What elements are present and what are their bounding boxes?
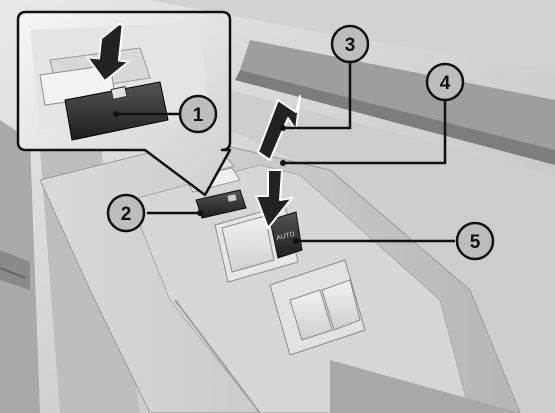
callout-1: 1 [178,94,218,134]
door-slot [0,250,30,290]
leader-lines [116,62,455,243]
rear-right-switch[interactable] [321,279,361,331]
trim-strip-shadow [235,70,555,165]
push-arrow-icon [86,23,130,83]
trim-strip-dark [240,40,555,150]
driver-window-switch[interactable]: AUTO [214,204,303,283]
rear-left-switch[interactable] [289,289,333,341]
callout-2-label: 2 [121,204,132,225]
inset-lock-button [64,81,169,141]
callout-2: 2 [106,193,146,233]
callout-4: 4 [425,62,465,102]
inset-window-lock-icon [110,86,128,100]
armrest-shadow [330,360,520,413]
auto-switch[interactable] [269,211,303,259]
press-down-arrow-icon [255,169,293,229]
leader-3 [283,62,352,130]
leader-4 [283,100,447,165]
door-slot-line [0,267,27,279]
inset-detail [16,10,232,197]
callout-4-label: 4 [440,73,451,94]
auto-label: AUTO [276,231,296,242]
pull-up-arrow-icon [257,95,301,161]
panel-edge [174,299,261,413]
callout-5-label: 5 [470,232,481,253]
callout-1-label: 1 [193,105,204,126]
passenger-window-switches [269,259,366,356]
callout-3-label: 3 [345,35,356,56]
leader-dots [113,111,299,244]
callout-5: 5 [455,221,495,261]
driver-switch-rocker[interactable] [221,215,275,273]
window-lock-icon [227,194,237,202]
callout-3: 3 [330,24,370,64]
